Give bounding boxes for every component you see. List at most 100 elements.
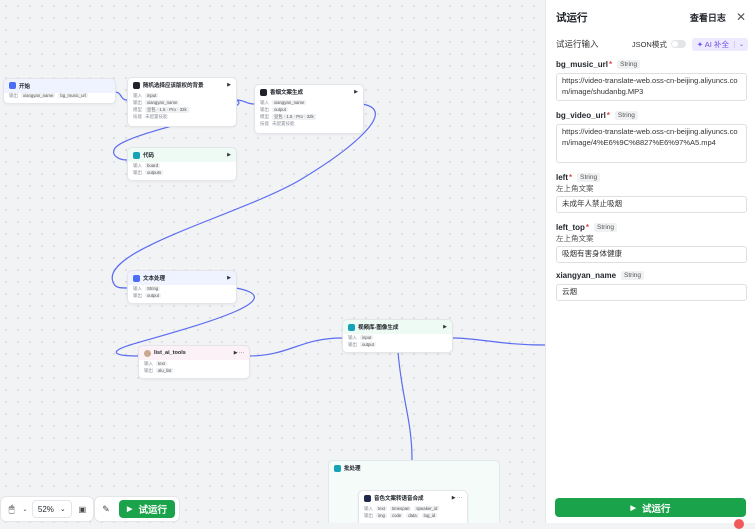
chevron-down-icon[interactable]: ⌄: [22, 506, 28, 513]
required-mark: *: [569, 172, 573, 182]
left-input[interactable]: 未成年人禁止吸烟: [556, 196, 747, 213]
row-label: 输入: [133, 285, 142, 291]
more-icon[interactable]: ▶ ···: [451, 495, 462, 501]
edge-video-batch: [397, 351, 413, 461]
play-icon: ▶: [127, 506, 133, 513]
node-row: 模型豆包 · 1.5 · Pro · 32k: [255, 113, 363, 120]
field-name: left: [556, 172, 568, 182]
chip: xiangyan_name: [272, 100, 307, 105]
chevron-down-icon: ⌄: [59, 506, 66, 513]
ai-complete-button[interactable]: ✦ AI 补全 ⌄: [691, 37, 748, 51]
start-icon: [9, 82, 16, 89]
bg-video-url-input[interactable]: https://video-translate-web.oss-cn-beiji…: [556, 124, 747, 163]
json-mode-toggle[interactable]: [670, 40, 686, 48]
minimap-icon[interactable]: ▣: [78, 504, 87, 514]
row-label: 输出: [364, 512, 373, 518]
edge-video-right: [451, 337, 545, 346]
edge-tts-video: [247, 337, 343, 357]
chip: timespan: [389, 506, 412, 511]
ai-label: AI 补全: [704, 39, 729, 49]
chip: output: [272, 107, 288, 112]
chevron-down-icon[interactable]: ⌄: [733, 40, 748, 48]
input-title: 试运行输入: [556, 39, 599, 49]
canvas-run-button[interactable]: ▶ 试运行: [119, 500, 175, 518]
panel-run-button[interactable]: ▶ 试运行: [555, 498, 746, 517]
node-title: 代码: [143, 153, 155, 159]
video-icon: [348, 323, 355, 331]
llm-icon: [133, 81, 140, 89]
input-header: 试运行输入 JSON模式 ✦ AI 补全 ⌄: [546, 36, 755, 52]
type-tag: String: [594, 222, 617, 232]
chip: 豆包 · 1.5 · Pro · 32k: [272, 113, 316, 120]
play-icon: ▶: [630, 504, 636, 512]
edge-text-tts: [115, 287, 255, 357]
workflow-canvas[interactable]: 开始 输出 xiangyan_name bg_music_url 随机选择应该版…: [0, 0, 545, 523]
play-icon[interactable]: ▶: [227, 152, 231, 158]
play-icon[interactable]: ▶ ···: [233, 350, 244, 356]
row-label: 输入: [133, 92, 142, 98]
close-icon[interactable]: ✕: [735, 10, 746, 24]
row-label: 输出: [133, 169, 142, 175]
zoom-select[interactable]: 52% ⌄: [31, 500, 72, 518]
node-title: 批处理: [344, 466, 361, 472]
field-label: left_top* String: [556, 221, 747, 233]
chip: xiangyan_name: [145, 100, 180, 105]
node-title: 文本处理: [143, 276, 166, 282]
edge-random-copy: [235, 99, 255, 105]
view-log-button[interactable]: 查看日志: [689, 12, 726, 23]
field-desc: 左上角文案: [556, 234, 594, 243]
canvas-run-toolbar: ✎ ▶ 试运行: [94, 496, 180, 522]
avatar-icon: [144, 349, 151, 357]
chip: data: [406, 513, 419, 518]
add-node-icon[interactable]: ✎: [102, 503, 110, 514]
play-icon[interactable]: ▶: [227, 275, 231, 281]
chip: input: [360, 335, 374, 340]
row-value: 未配置技能: [145, 113, 168, 119]
node-row: 输出 xiangyan_name bg_music_url: [4, 92, 115, 99]
sparkle-icon: ✦: [696, 39, 705, 49]
left-top-input[interactable]: 吸烟有害身体健康: [556, 246, 747, 263]
chip: outputs: [145, 170, 164, 175]
row-label: 输入: [348, 334, 357, 340]
field-desc: 左上角文案: [556, 184, 594, 193]
run-label: 试运行: [641, 503, 671, 515]
play-icon[interactable]: ▶: [443, 324, 447, 330]
play-icon[interactable]: ▶: [354, 89, 358, 95]
start-node[interactable]: 开始 输出 xiangyan_name bg_music_url: [3, 78, 116, 104]
required-mark: *: [609, 59, 613, 69]
chip: text: [376, 506, 387, 511]
field-name: xiangyan_name: [556, 270, 617, 280]
field-bg-music-url: bg_music_url* String https://video-trans…: [546, 58, 755, 101]
test-run-panel: 试运行 查看日志 ✕ 试运行输入 JSON模式 ✦ AI 补全 ⌄ bg_mus…: [545, 0, 755, 523]
row-label: 输出: [9, 92, 18, 98]
chip: bg_music_url: [58, 93, 88, 98]
json-mode-label: JSON模式: [631, 39, 667, 49]
plugin-icon: [364, 494, 371, 502]
chip: board: [145, 163, 160, 168]
bg-music-url-input[interactable]: https://video-translate-web.oss-cn-beiji…: [556, 73, 747, 101]
chip: speaker_id: [414, 506, 440, 511]
play-icon[interactable]: ▶: [227, 82, 231, 88]
chip: xiangyan_name: [21, 93, 56, 98]
xiangyan-name-input[interactable]: 云烟: [556, 284, 747, 301]
row-label: 输入: [133, 162, 142, 168]
mouse-mode-icon[interactable]: 🖱: [8, 503, 15, 515]
chip: alu_list: [156, 368, 174, 373]
panel-title: 试运行: [556, 11, 588, 24]
required-mark: *: [606, 110, 610, 120]
ai-complete-main[interactable]: ✦ AI 补全: [692, 39, 734, 50]
type-tag: String: [577, 172, 601, 182]
chip: output: [145, 293, 161, 298]
